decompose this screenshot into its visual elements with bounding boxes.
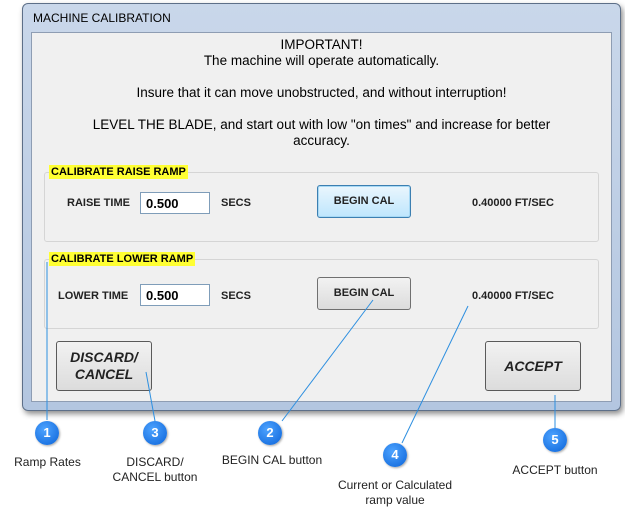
lower-rate-value: 0.40000 FT/SEC bbox=[472, 290, 554, 302]
callout-caption-4: Current or Calculated ramp value bbox=[325, 478, 465, 508]
callout-badge-1: 1 bbox=[35, 421, 59, 445]
dialog-body: IMPORTANT! The machine will operate auto… bbox=[31, 32, 612, 402]
discard-label-line1: DISCARD/ bbox=[70, 349, 138, 365]
lower-time-label: LOWER TIME bbox=[58, 290, 129, 302]
discard-label-line2: CANCEL bbox=[74, 366, 134, 382]
raise-ramp-group: CALIBRATE RAISE RAMP RAISE TIME SECS BEG… bbox=[44, 165, 599, 242]
callout-badge-3: 3 bbox=[143, 421, 167, 445]
callout-caption-4-line1: Current or Calculated bbox=[337, 478, 453, 492]
important-notice: IMPORTANT! The machine will operate auto… bbox=[32, 37, 611, 149]
raise-group-label: CALIBRATE RAISE RAMP bbox=[49, 165, 188, 179]
callout-caption-2: BEGIN CAL button bbox=[221, 453, 323, 467]
callout-caption-5: ACCEPT button bbox=[512, 463, 598, 477]
notice-line: accuracy. bbox=[293, 133, 350, 148]
callout-caption-3: DISCARD/ CANCEL button bbox=[100, 455, 210, 485]
raise-units-label: SECS bbox=[221, 197, 251, 209]
callout-badge-5: 5 bbox=[543, 428, 567, 452]
notice-line: The machine will operate automatically. bbox=[203, 53, 440, 68]
callout-line-2 bbox=[281, 299, 374, 422]
discard-cancel-button[interactable]: DISCARD/ CANCEL bbox=[56, 341, 152, 391]
raise-rate-value: 0.40000 FT/SEC bbox=[472, 197, 554, 209]
callout-caption-4-line2: ramp value bbox=[365, 493, 425, 507]
window-title: MACHINE CALIBRATION bbox=[33, 11, 171, 25]
callout-line-4 bbox=[401, 305, 469, 444]
callout-caption-3-line1: DISCARD/ bbox=[126, 455, 184, 469]
callout-caption-3-line2: CANCEL button bbox=[112, 470, 198, 484]
accept-button[interactable]: ACCEPT bbox=[485, 341, 581, 391]
callout-badge-4: 4 bbox=[383, 443, 407, 467]
raise-time-label: RAISE TIME bbox=[67, 197, 130, 209]
lower-group-label: CALIBRATE LOWER RAMP bbox=[49, 252, 196, 266]
notice-line: Insure that it can move unobstructed, an… bbox=[136, 85, 507, 100]
notice-heading: IMPORTANT! bbox=[280, 37, 363, 52]
callout-caption-1: Ramp Rates bbox=[14, 455, 81, 469]
notice-line: LEVEL THE BLADE, and start out with low … bbox=[92, 117, 551, 132]
lower-begin-cal-button[interactable]: BEGIN CAL bbox=[317, 277, 411, 310]
raise-time-input[interactable] bbox=[140, 192, 210, 214]
calibration-window: MACHINE CALIBRATION IMPORTANT! The machi… bbox=[22, 3, 621, 411]
callout-line-3 bbox=[145, 371, 156, 422]
lower-units-label: SECS bbox=[221, 290, 251, 302]
raise-begin-cal-button[interactable]: BEGIN CAL bbox=[317, 185, 411, 218]
callout-badge-2: 2 bbox=[258, 421, 282, 445]
lower-time-input[interactable] bbox=[140, 284, 210, 306]
lower-ramp-group: CALIBRATE LOWER RAMP LOWER TIME SECS BEG… bbox=[44, 252, 599, 329]
